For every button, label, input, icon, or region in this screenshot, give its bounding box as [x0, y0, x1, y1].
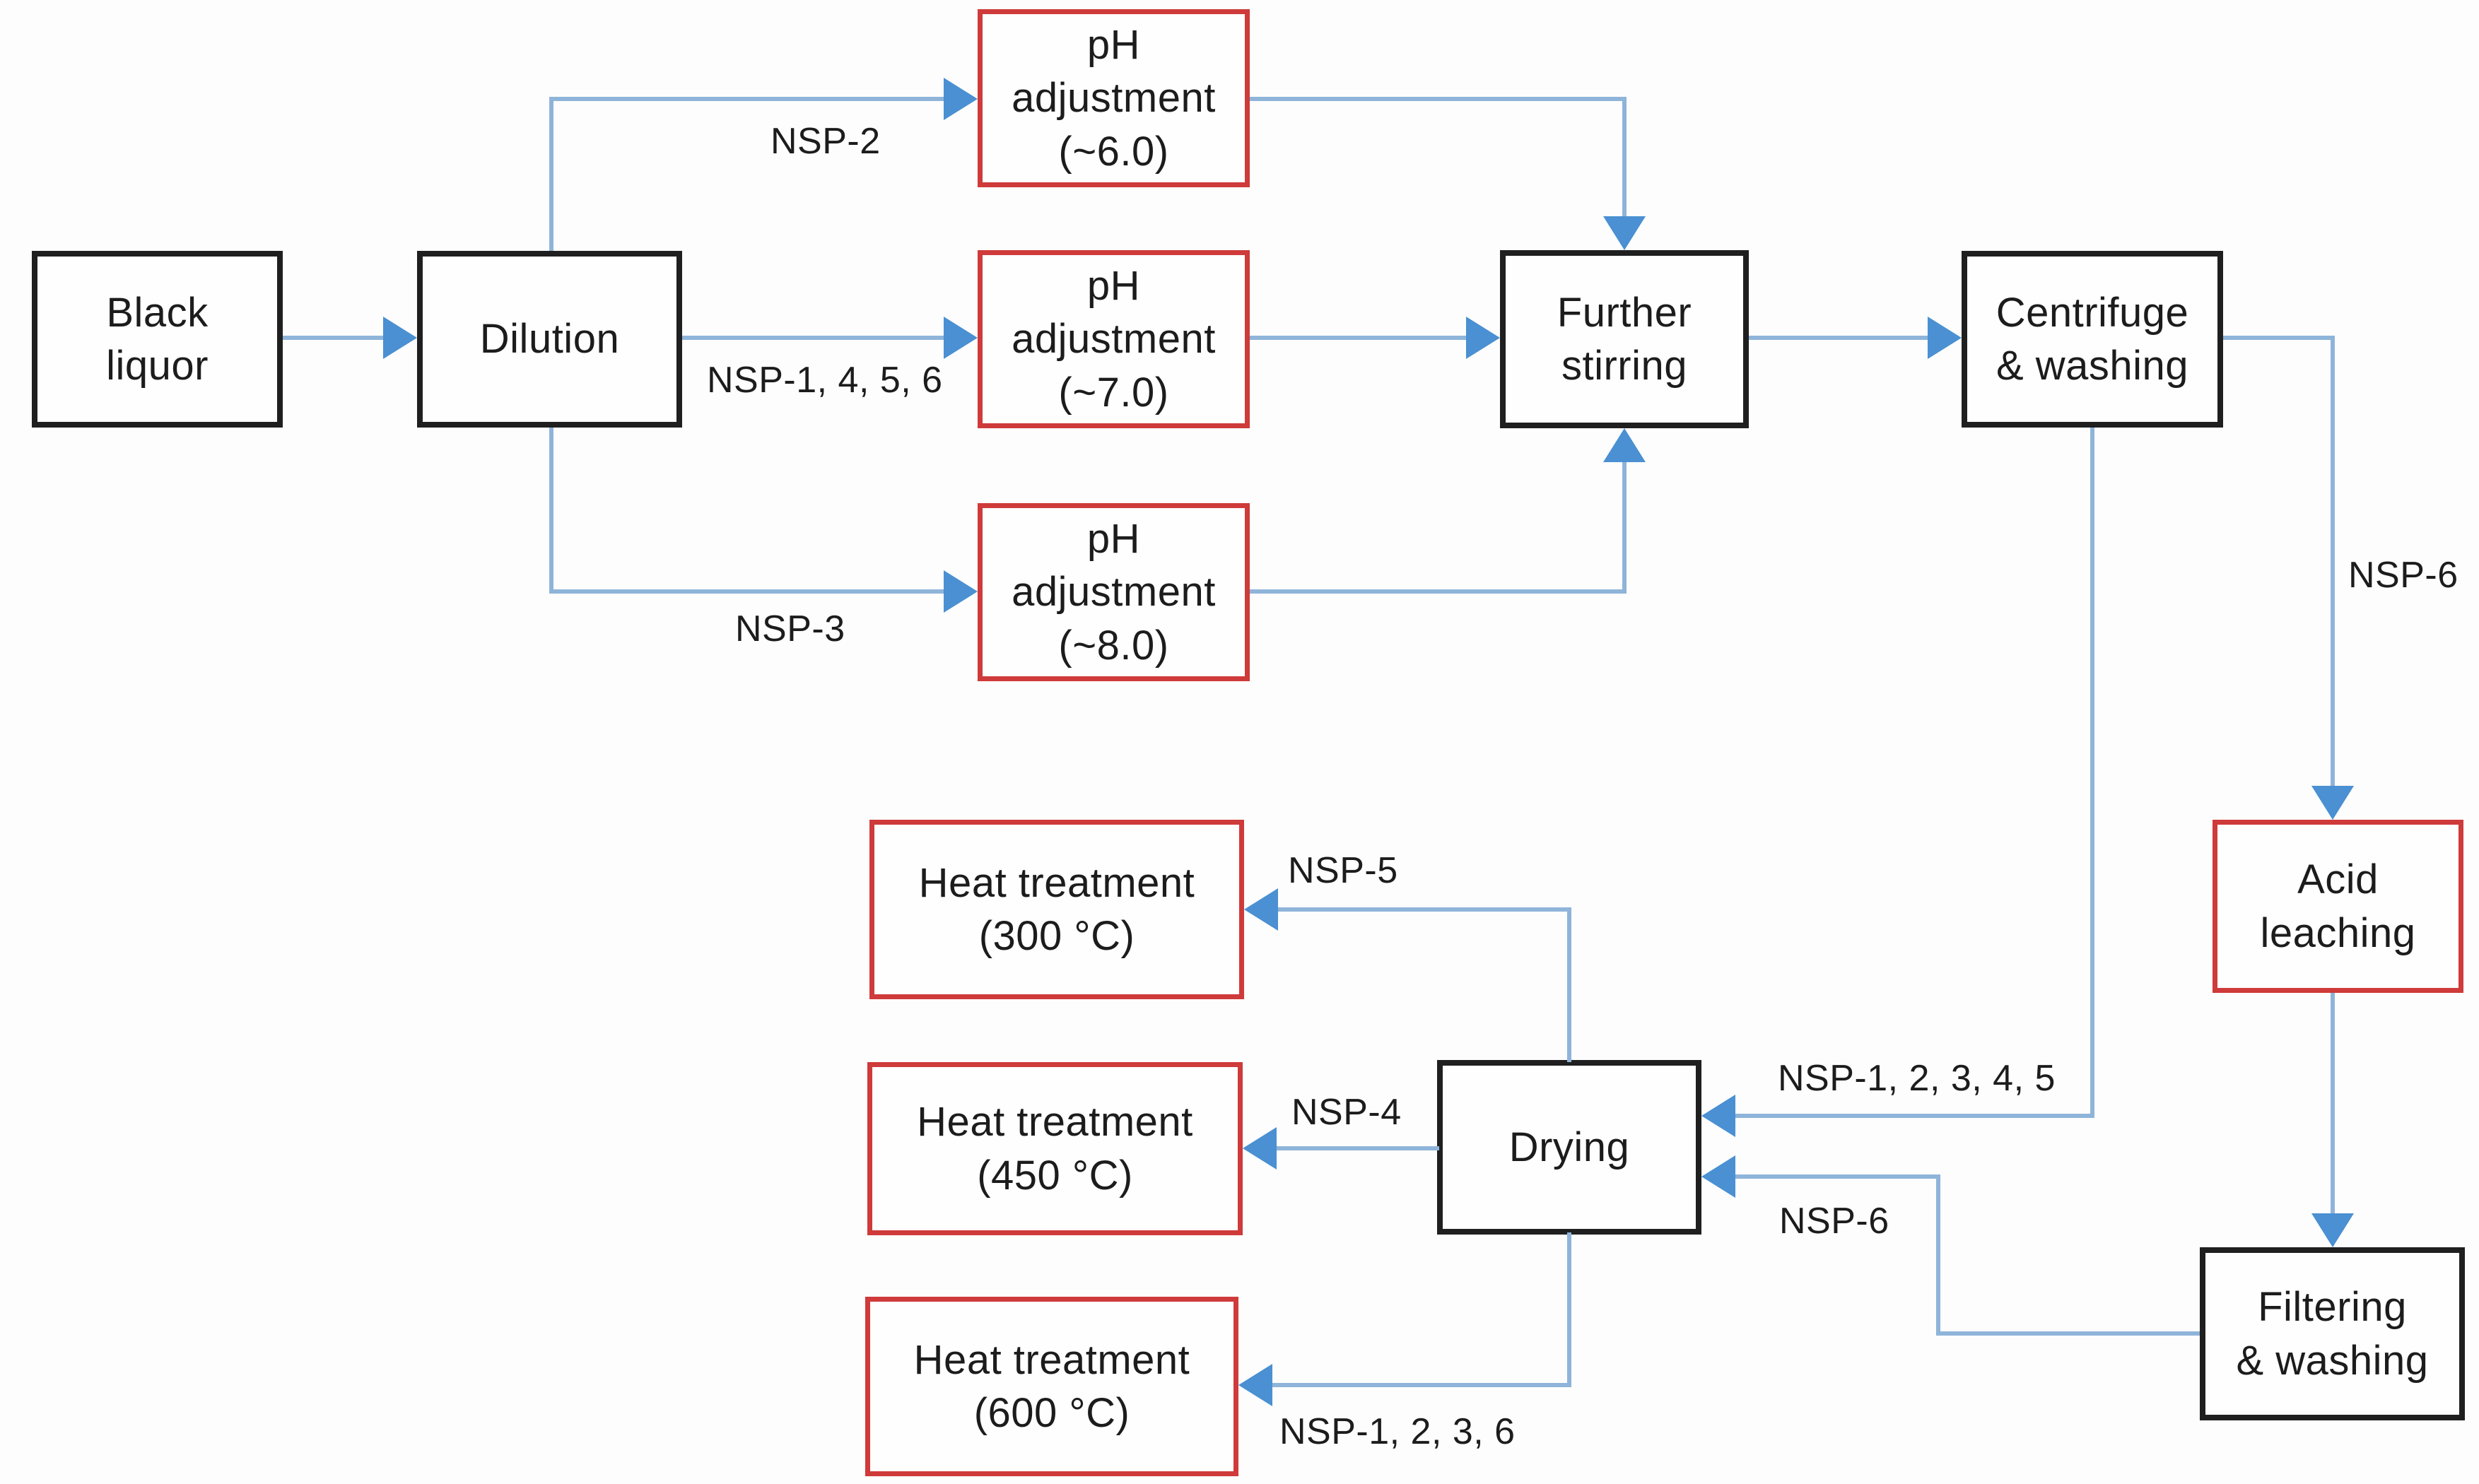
connector-line	[1250, 97, 1627, 101]
arrow-head	[2311, 1213, 2354, 1247]
node-label-line: Further	[1557, 289, 1692, 336]
connector-line	[1622, 459, 1627, 594]
node-filtering-washing: Filtering & washing	[2200, 1247, 2465, 1420]
node-centrifuge-washing: Centrifuge & washing	[1962, 251, 2223, 428]
edge-label-nsp-6-to-acid: NSP-6	[2348, 555, 2459, 596]
node-heat-treatment-600: Heat treatment (600 °C)	[865, 1297, 1238, 1476]
arrow-head	[2311, 786, 2354, 820]
node-dilution: Dilution	[417, 251, 682, 428]
edge-label-nsp-6-to-drying: NSP-6	[1779, 1201, 1889, 1242]
edge-label-nsp-2: NSP-2	[770, 121, 881, 162]
node-label-line: (~8.0)	[1058, 622, 1169, 669]
node-black-liquor: Black liquor	[32, 251, 283, 428]
connector-line	[2331, 993, 2335, 1216]
node-label-line: pH	[1086, 515, 1141, 562]
connector-line	[1275, 907, 1571, 912]
connector-line	[549, 428, 553, 594]
edge-label-nsp-1-4-5-6: NSP-1, 4, 5, 6	[707, 360, 943, 401]
node-heat-treatment-450: Heat treatment (450 °C)	[867, 1062, 1243, 1235]
node-label-line: (~6.0)	[1058, 128, 1169, 175]
connector-line	[549, 97, 947, 101]
connector-line	[283, 336, 386, 340]
node-ph-adjustment-8: pH adjustment (~8.0)	[978, 503, 1250, 681]
arrow-head	[1243, 1127, 1277, 1170]
node-ph-adjustment-6: pH adjustment (~6.0)	[978, 9, 1250, 187]
node-label-line: adjustment	[1012, 316, 1216, 363]
arrow-head	[1701, 1155, 1735, 1198]
node-label-line: leaching	[2260, 909, 2416, 956]
node-further-stirring: Further stirring	[1500, 250, 1749, 428]
arrow-head	[1238, 1364, 1272, 1406]
node-label-line: Heat treatment	[913, 1336, 1190, 1383]
connector-line	[682, 336, 947, 340]
node-label-line: pH	[1086, 262, 1141, 309]
connector-line	[1936, 1174, 1940, 1336]
connector-line	[1274, 1146, 1439, 1150]
node-ph-adjustment-7: pH adjustment (~7.0)	[978, 250, 1250, 428]
node-label-line: pH	[1086, 21, 1141, 68]
connector-line	[2331, 336, 2335, 789]
node-label-line: (600 °C)	[973, 1390, 1130, 1436]
connector-line	[1250, 589, 1627, 594]
node-label-line: (300 °C)	[978, 913, 1135, 959]
node-label-line: Black	[106, 289, 209, 336]
connector-line	[1250, 336, 1469, 340]
node-label-line: Heat treatment	[918, 859, 1195, 906]
node-label-line: Centrifuge	[1995, 289, 2189, 336]
arrow-head	[1928, 317, 1962, 359]
arrow-head	[944, 570, 978, 613]
node-label-line: adjustment	[1012, 569, 1216, 616]
edge-label-nsp-1-2-3-6: NSP-1, 2, 3, 6	[1279, 1411, 1516, 1452]
node-label-line: Acid	[2297, 856, 2379, 903]
arrow-head	[1603, 216, 1646, 250]
node-label-line: & washing	[1995, 343, 2189, 389]
edge-label-nsp-4: NSP-4	[1291, 1092, 1402, 1133]
node-label-line: liquor	[106, 343, 209, 389]
arrow-head	[1603, 428, 1646, 462]
node-label-line: Filtering	[2258, 1284, 2407, 1331]
arrow-head	[944, 78, 978, 120]
connector-line	[1733, 1174, 1940, 1179]
connector-line	[1622, 97, 1627, 218]
arrow-head	[1244, 888, 1278, 931]
connector-line	[1749, 336, 1930, 340]
node-label-line: Dilution	[479, 316, 620, 363]
node-label-line: adjustment	[1012, 75, 1216, 122]
node-label-line: (~7.0)	[1058, 369, 1169, 416]
node-label-line: Drying	[1508, 1124, 1630, 1170]
arrow-head	[1701, 1095, 1735, 1137]
node-label-line: Heat treatment	[917, 1099, 1193, 1146]
arrow-head	[383, 317, 417, 359]
node-label-line: (450 °C)	[977, 1152, 1133, 1199]
arrow-head	[1466, 317, 1500, 359]
edge-label-nsp-5: NSP-5	[1288, 850, 1398, 891]
connector-line	[1270, 1383, 1571, 1387]
node-drying: Drying	[1437, 1060, 1701, 1235]
connector-line	[2090, 428, 2094, 1118]
connector-line	[549, 589, 947, 594]
connector-line	[2223, 336, 2335, 340]
node-heat-treatment-300: Heat treatment (300 °C)	[869, 820, 1244, 999]
arrow-head	[944, 317, 978, 359]
node-acid-leaching: Acid leaching	[2213, 820, 2463, 993]
connector-line	[1938, 1331, 2200, 1336]
edge-label-nsp-1-2-3-4-5: NSP-1, 2, 3, 4, 5	[1778, 1058, 2056, 1099]
connector-line	[1567, 907, 1571, 1062]
edge-label-nsp-3: NSP-3	[735, 608, 845, 649]
connector-line	[549, 97, 553, 251]
node-label-line: & washing	[2236, 1337, 2429, 1384]
connector-line	[1567, 1232, 1571, 1387]
connector-line	[1733, 1114, 2094, 1118]
node-label-line: stirring	[1561, 343, 1688, 389]
